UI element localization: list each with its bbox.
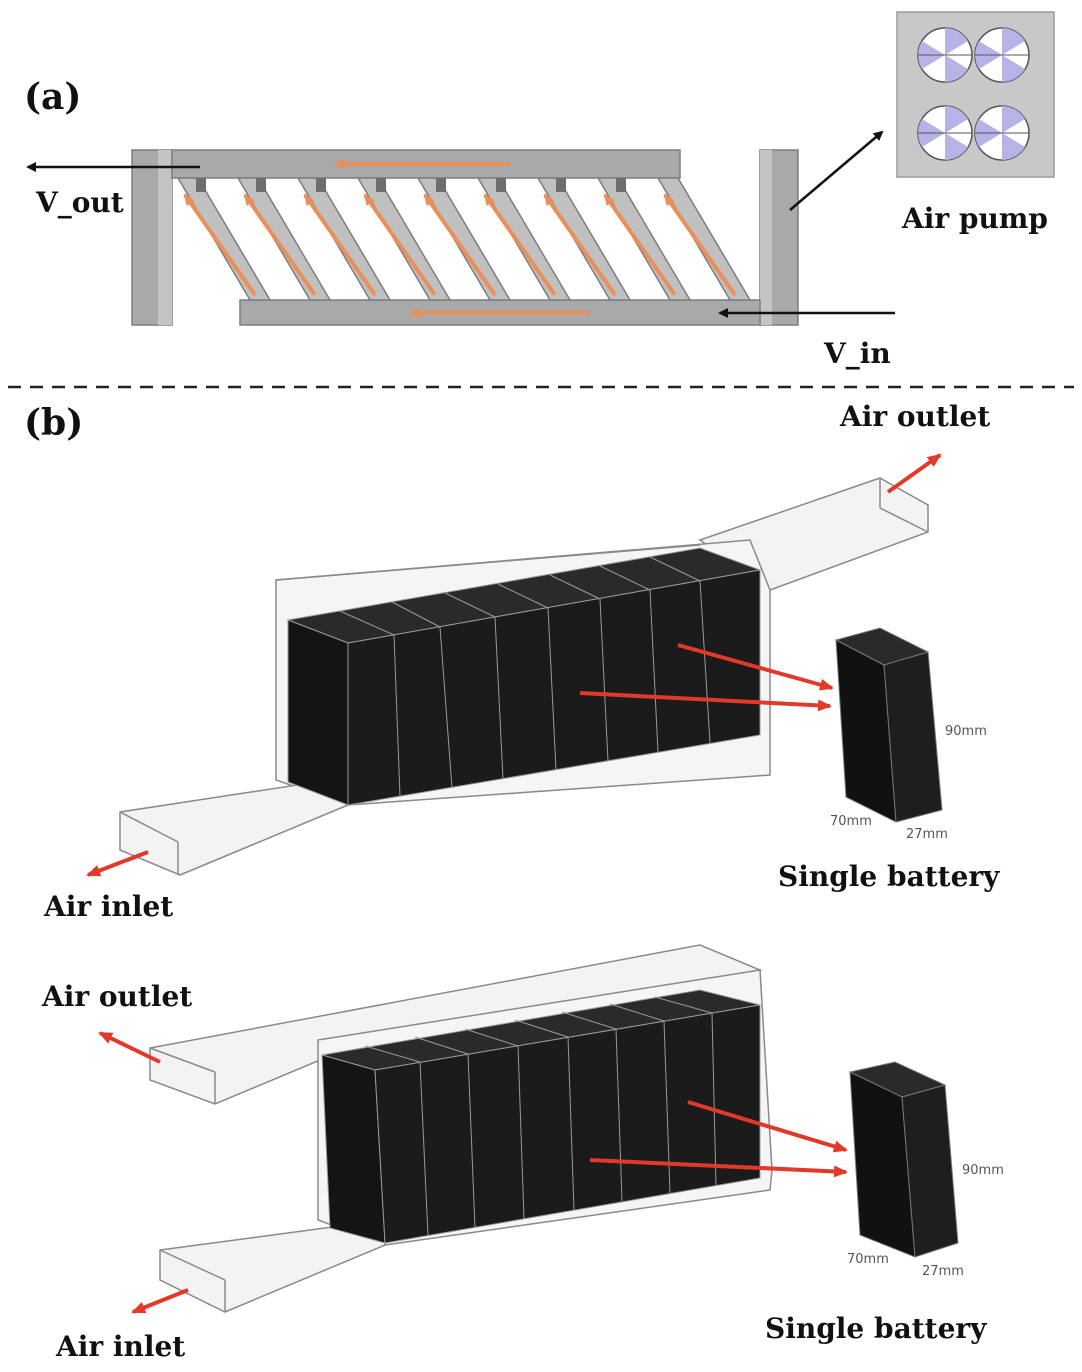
panel-a-label: (a) (24, 76, 82, 118)
battery-arrow-lower-2 (589, 1158, 848, 1178)
fan-icon (917, 105, 973, 161)
single-battery-label-lower: Single battery (765, 1312, 987, 1345)
air-outlet-arrow-upper (886, 453, 942, 494)
flow-arrows (183, 159, 737, 318)
battery-arrow-upper-1 (677, 643, 834, 691)
air-pump-label: Air pump (902, 202, 1049, 235)
lower-battery-pack (321, 989, 761, 1244)
single-battery-lower (848, 1061, 959, 1258)
battery-arrow-upper-2 (579, 691, 832, 712)
dim-width-upper: 27mm (906, 827, 948, 842)
diagonal-channels (176, 177, 752, 301)
air-pump-icon (896, 11, 1055, 178)
air-outlet-label-lower: Air outlet (42, 980, 193, 1013)
battery-arrow-lower-1 (687, 1100, 848, 1153)
dim-length-lower: 70mm (847, 1252, 889, 1267)
panel-b-label: (b) (24, 402, 84, 444)
air-inlet-arrow-lower (131, 1288, 189, 1314)
panel-a-diagram (26, 11, 1055, 326)
upper-battery-pack (286, 547, 762, 806)
air-outlet-label-upper: Air outlet (840, 400, 991, 433)
v-out-label: V_out (36, 186, 124, 219)
air-inlet-label-upper: Air inlet (44, 890, 174, 923)
fan-icon (917, 27, 973, 83)
dim-height-upper: 90mm (945, 724, 987, 739)
dim-width-lower: 27mm (922, 1264, 964, 1279)
single-battery-label-upper: Single battery (778, 860, 1000, 893)
pump-arrow (789, 130, 884, 211)
fan-icon (974, 105, 1030, 161)
dim-length-upper: 70mm (830, 814, 872, 829)
v-in-label: V_in (824, 337, 891, 370)
dim-height-lower: 90mm (962, 1163, 1004, 1178)
air-inlet-arrow-upper (86, 850, 149, 877)
single-battery-upper (834, 627, 943, 823)
air-inlet-label-lower: Air inlet (56, 1330, 186, 1363)
fan-icon (974, 27, 1030, 83)
air-outlet-arrow-lower (98, 1031, 161, 1064)
